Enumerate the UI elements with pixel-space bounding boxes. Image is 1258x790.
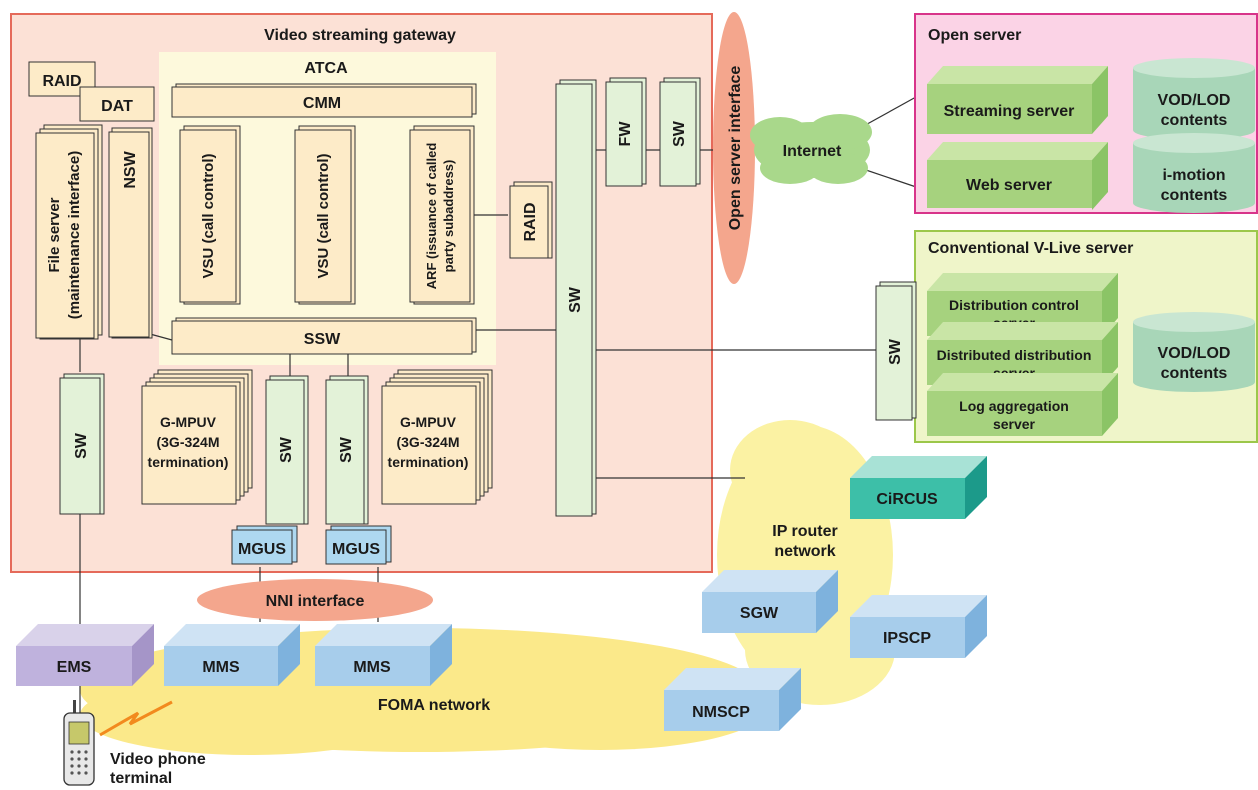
svg-text:VSU (call control): VSU (call control)	[315, 153, 332, 278]
open-server-title: Open server	[928, 27, 1021, 44]
internet-cloud: Internet	[750, 114, 872, 184]
svg-text:termination): termination)	[148, 454, 229, 470]
mgus-1-box: MGUS	[231, 525, 298, 565]
mms-2-box: MMS	[315, 624, 452, 686]
svg-text:File server: File server	[46, 197, 63, 272]
svg-text:SW: SW	[671, 120, 688, 147]
mgus-2-box: MGUS	[325, 525, 392, 565]
svg-text:RAID: RAID	[522, 202, 539, 241]
video-phone-label-2: terminal	[110, 770, 172, 787]
svg-text:SSW: SSW	[304, 331, 341, 348]
arf-box: ARF (issuance of called party subaddress…	[409, 125, 475, 305]
svg-text:(3G-324M: (3G-324M	[396, 434, 459, 450]
svg-text:i-motion: i-motion	[1162, 167, 1225, 184]
nmscp-box: NMSCP	[664, 668, 801, 731]
svg-text:EMS: EMS	[57, 659, 92, 676]
svg-text:VSU (call control): VSU (call control)	[200, 153, 217, 278]
gateway-title: Video streaming gateway	[264, 27, 456, 44]
sw-mid-2-box: SW	[325, 375, 369, 525]
sgw-box: SGW	[702, 570, 838, 633]
svg-text:contents: contents	[1161, 112, 1228, 129]
dat-box: DAT	[79, 86, 155, 122]
log-aggregation-server-box: Log aggregation server	[927, 373, 1118, 436]
gmpuv-right-stack: G-MPUV (3G-324M termination)	[381, 369, 493, 505]
web-server-box: Web server	[927, 142, 1108, 210]
svg-text:MGUS: MGUS	[238, 541, 286, 558]
fw-box: FW	[605, 77, 647, 187]
streaming-server-box: Streaming server	[927, 66, 1108, 134]
vsu-1-box: VSU (call control)	[179, 125, 241, 305]
svg-text:Distribution control: Distribution control	[949, 297, 1079, 313]
foma-network-label: FOMA network	[378, 697, 490, 714]
svg-text:(3G-324M: (3G-324M	[156, 434, 219, 450]
svg-text:SW: SW	[278, 436, 295, 463]
svg-text:FW: FW	[617, 121, 634, 147]
svg-text:CiRCUS: CiRCUS	[876, 491, 938, 508]
svg-text:Internet: Internet	[783, 143, 842, 160]
svg-text:termination): termination)	[388, 454, 469, 470]
circus-box: CiRCUS	[850, 456, 987, 519]
vlive-server-title: Conventional V-Live server	[928, 240, 1133, 257]
vlive-sw-box: SW	[875, 281, 917, 421]
svg-text:Log aggregation: Log aggregation	[959, 398, 1069, 414]
svg-text:Web server: Web server	[966, 177, 1052, 194]
svg-text:contents: contents	[1161, 365, 1228, 382]
svg-text:party subaddress): party subaddress)	[441, 160, 456, 273]
svg-text:SW: SW	[338, 436, 355, 463]
sw-mid-1-box: SW	[265, 375, 309, 525]
imotion-contents-cylinder: i-motion contents	[1133, 133, 1255, 213]
svg-text:NSW: NSW	[122, 150, 139, 188]
vlive-vod-contents-cylinder: VOD/LOD contents	[1133, 312, 1255, 392]
svg-text:VOD/LOD: VOD/LOD	[1158, 92, 1231, 109]
vsu-2-box: VSU (call control)	[294, 125, 356, 305]
raid-right-box: RAID	[509, 181, 553, 259]
svg-text:G-MPUV: G-MPUV	[160, 414, 217, 430]
wireless-signal-icon	[99, 700, 173, 737]
ems-box: EMS	[16, 624, 154, 686]
svg-text:SW: SW	[567, 286, 584, 313]
sw-left-box: SW	[59, 373, 105, 515]
svg-text:ARF (issuance of called: ARF (issuance of called	[424, 143, 439, 290]
svg-text:NNI interface: NNI interface	[266, 593, 365, 610]
gmpuv-left-stack: G-MPUV (3G-324M termination)	[141, 369, 253, 505]
svg-text:RAID: RAID	[42, 73, 81, 90]
file-server-box: File server (maintenance interface)	[35, 124, 103, 340]
ipscp-box: IPSCP	[850, 595, 987, 658]
svg-text:Streaming server: Streaming server	[944, 103, 1075, 120]
svg-text:MMS: MMS	[353, 659, 391, 676]
video-phone-label-1: Video phone	[110, 751, 206, 768]
mms-1-box: MMS	[164, 624, 300, 686]
distributed-distribution-server-box: Distributed distribution server	[927, 322, 1118, 385]
cmm-box: CMM	[171, 83, 477, 118]
vod-contents-cylinder: VOD/LOD contents	[1133, 58, 1255, 140]
nsw-box: NSW	[108, 127, 153, 339]
ssw-box: SSW	[171, 317, 477, 355]
ip-router-label-2: network	[774, 543, 835, 560]
svg-text:SW: SW	[887, 338, 904, 365]
svg-text:Distributed distribution: Distributed distribution	[937, 347, 1092, 363]
svg-text:SGW: SGW	[740, 605, 779, 622]
svg-text:contents: contents	[1161, 187, 1228, 204]
svg-text:G-MPUV: G-MPUV	[400, 414, 457, 430]
sw-main-box: SW	[555, 79, 597, 517]
svg-text:Open server interface: Open server interface	[727, 66, 744, 231]
svg-text:CMM: CMM	[303, 95, 341, 112]
svg-text:NMSCP: NMSCP	[692, 704, 750, 721]
svg-text:VOD/LOD: VOD/LOD	[1158, 345, 1231, 362]
svg-text:MMS: MMS	[202, 659, 240, 676]
svg-text:DAT: DAT	[101, 98, 133, 115]
atca-label: ATCA	[304, 60, 348, 77]
svg-text:SW: SW	[73, 432, 90, 459]
nni-interface: NNI interface	[197, 579, 433, 621]
svg-text:(maintenance interface): (maintenance interface)	[66, 151, 83, 319]
svg-text:server: server	[993, 416, 1036, 432]
video-phone-icon	[63, 700, 95, 786]
open-server-interface: Open server interface	[713, 12, 755, 284]
ip-router-label-1: IP router	[772, 523, 838, 540]
sw-fw-box: SW	[659, 77, 701, 187]
svg-text:IPSCP: IPSCP	[883, 630, 931, 647]
svg-text:MGUS: MGUS	[332, 541, 380, 558]
